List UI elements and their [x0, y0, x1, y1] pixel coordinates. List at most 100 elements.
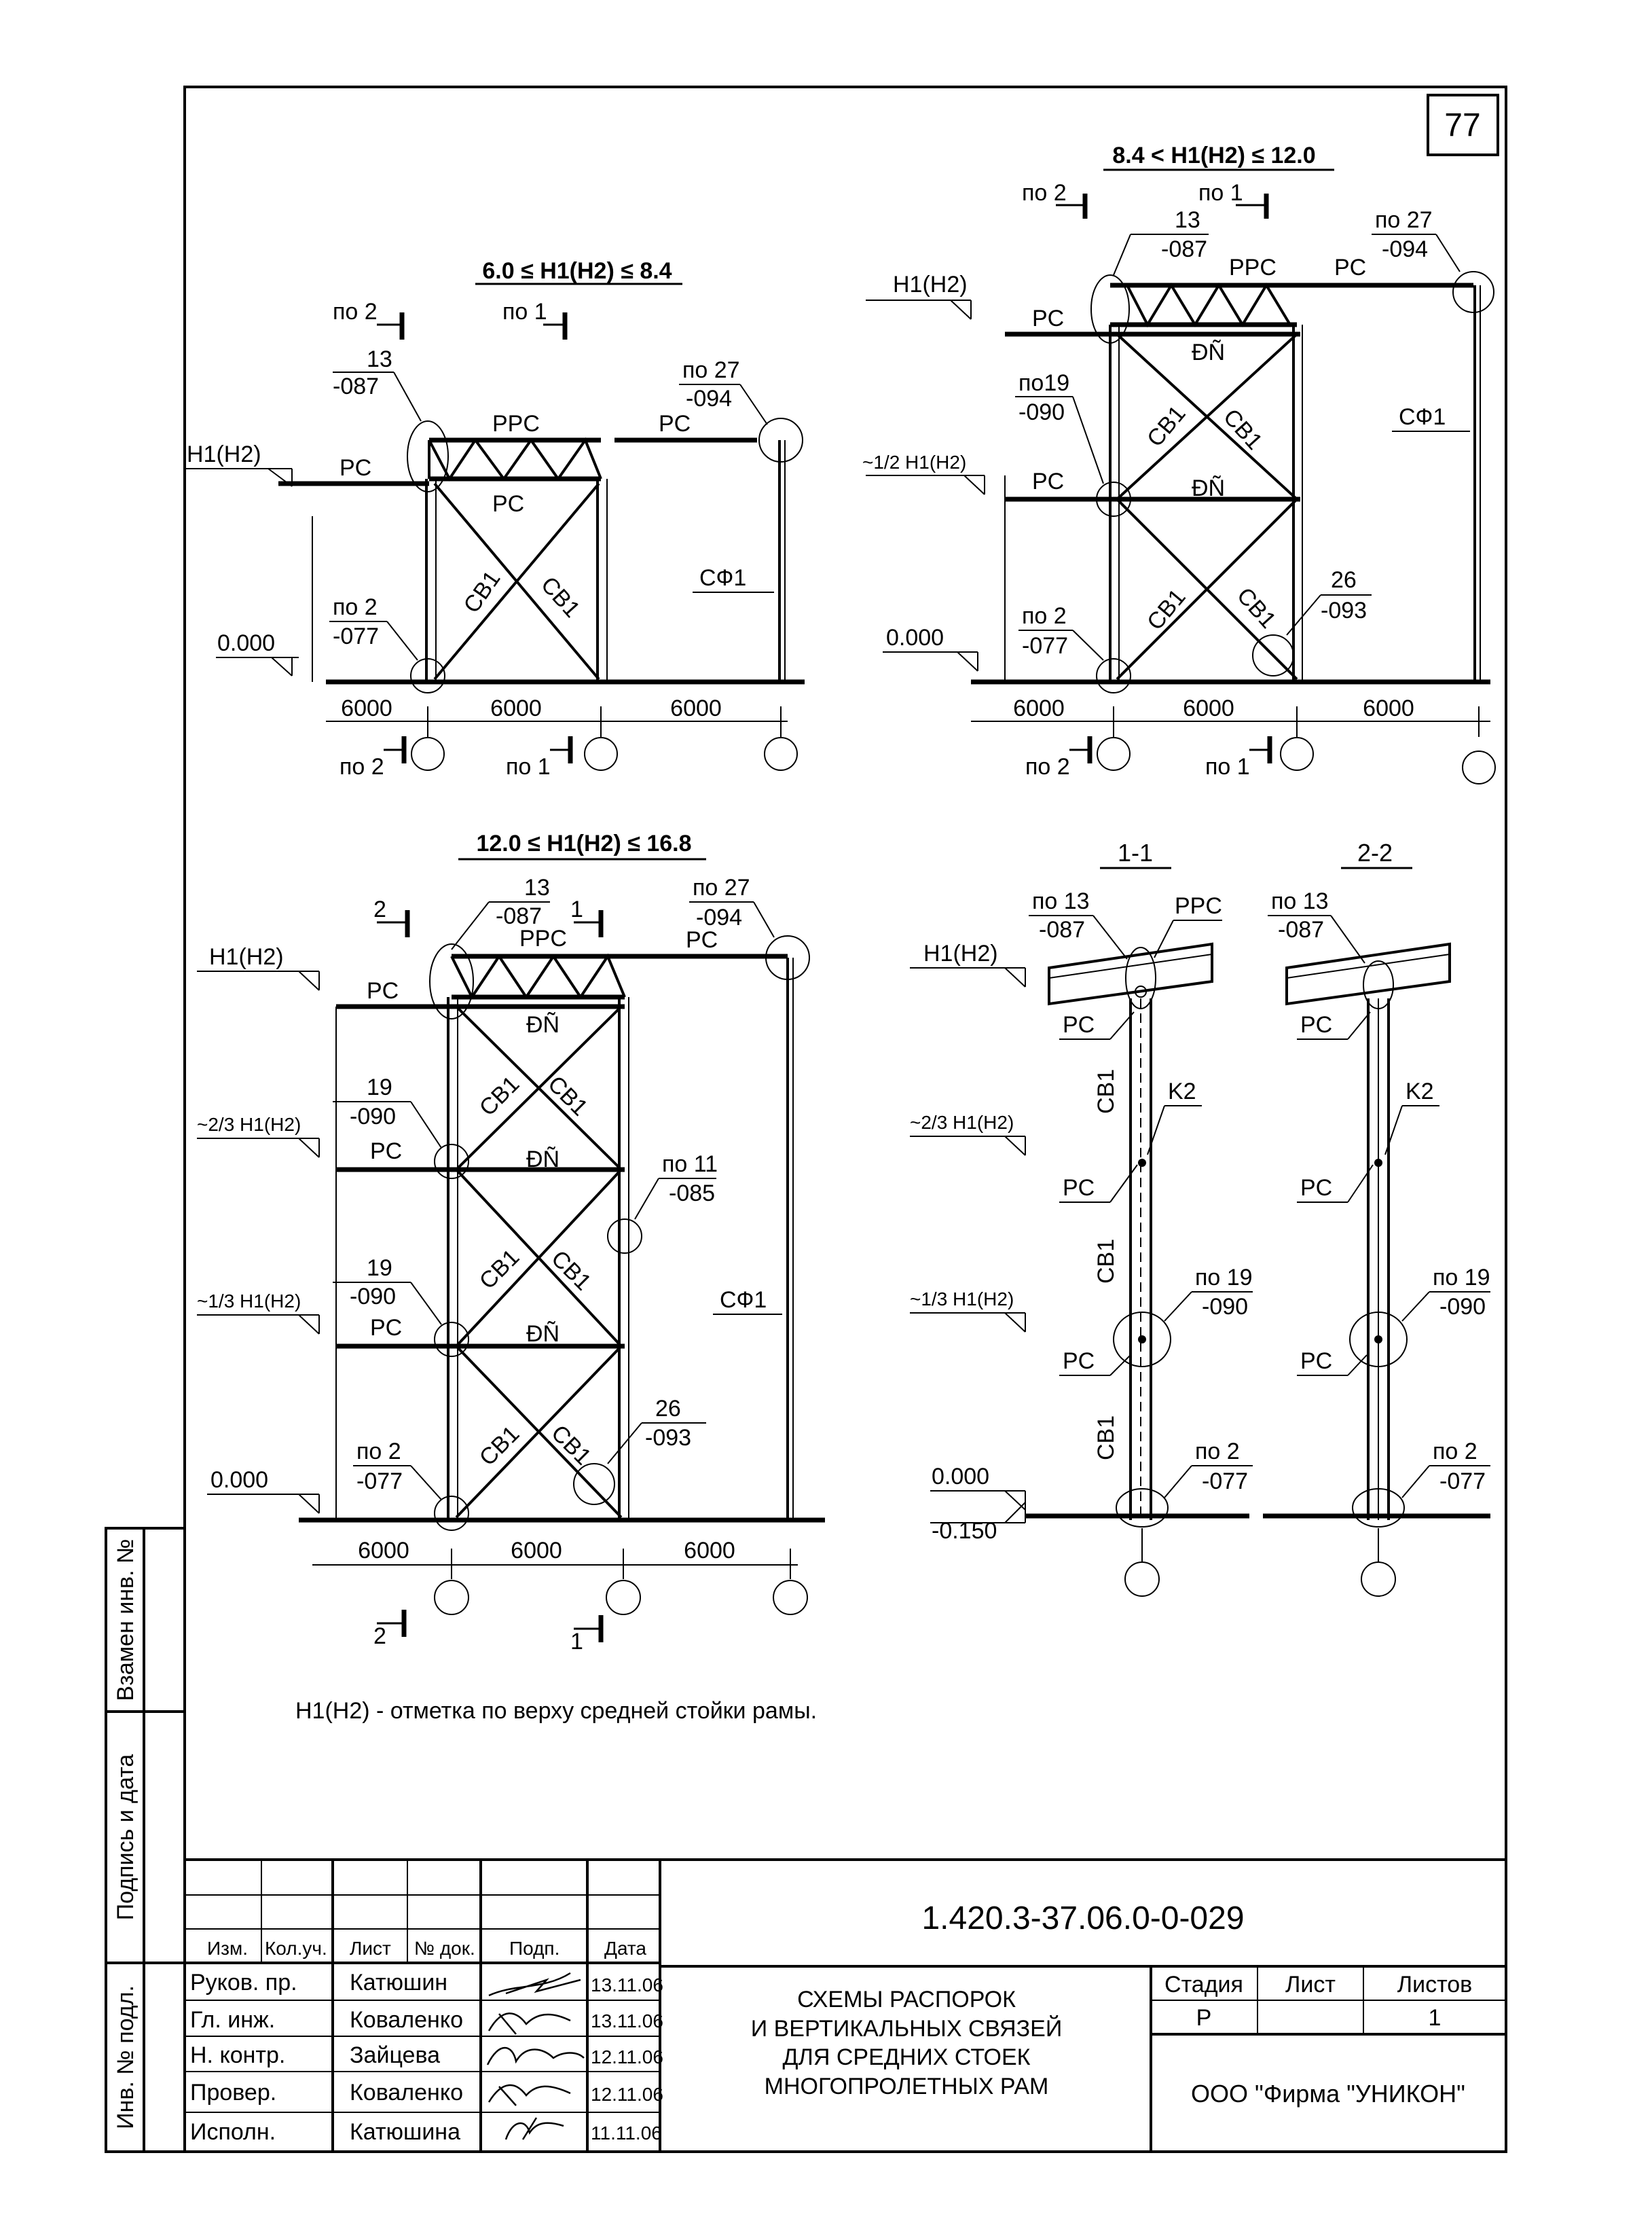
svg-text:PPC: PPC: [1229, 255, 1277, 281]
svg-text:13: 13: [1175, 207, 1200, 233]
svg-text:ДЛЯ СРЕДНИХ СТОЕК: ДЛЯ СРЕДНИХ СТОЕК: [783, 2044, 1031, 2070]
svg-text:СХЕМЫ РАСПОРОК: СХЕМЫ РАСПОРОК: [797, 1987, 1016, 2012]
svg-text:PPC: PPC: [1175, 893, 1222, 919]
svg-text:Коваленко: Коваленко: [350, 2007, 463, 2033]
svg-text:6000: 6000: [1183, 696, 1234, 721]
stamp-podpis: Подпись и дата: [113, 1754, 139, 1921]
signatures: [486, 1972, 585, 2140]
svg-text:-077: -077: [1022, 633, 1068, 659]
svg-text:11.11.06: 11.11.06: [591, 2122, 662, 2144]
svg-text:P: P: [1196, 2005, 1212, 2031]
svg-text:Катюшин: Катюшин: [350, 1970, 447, 1995]
svg-text:-087: -087: [333, 374, 379, 399]
svg-text:МНОГОПРОЛЕТНЫХ РАМ: МНОГОПРОЛЕТНЫХ РАМ: [765, 2074, 1049, 2099]
svg-text:CФ1: CФ1: [699, 565, 746, 591]
svg-text:по 1: по 1: [502, 299, 547, 325]
svg-text:PC: PC: [370, 1315, 402, 1341]
svg-text:PC: PC: [659, 411, 691, 437]
svg-text:-093: -093: [645, 1425, 691, 1451]
svg-text:И ВЕРТИКАЛЬНЫХ СВЯЗЕЙ: И ВЕРТИКАЛЬНЫХ СВЯЗЕЙ: [751, 2016, 1063, 2042]
note-text: H1(H2) - отметка по верху средней стойки…: [295, 1698, 817, 1724]
svg-text:PC: PC: [686, 927, 718, 953]
svg-text:CФ1: CФ1: [1399, 404, 1446, 430]
svg-text:ĐÑ: ĐÑ: [526, 1012, 559, 1038]
svg-text:H1(H2): H1(H2): [209, 944, 284, 970]
stamp-inv: Инв. № подл.: [113, 1985, 139, 2129]
svg-text:CB1: CB1: [1142, 584, 1191, 635]
svg-text:-077: -077: [333, 624, 379, 649]
svg-text:-094: -094: [686, 386, 732, 412]
svg-text:ĐÑ: ĐÑ: [526, 1146, 559, 1172]
svg-text:Изм.: Изм.: [207, 1938, 248, 1959]
diagram-3: 12.0 ≤ H1(H2) ≤ 16.8 2 1 13 -087 PPC PC …: [197, 831, 825, 1655]
sheet-number: 77: [1444, 107, 1480, 143]
svg-text:по 1: по 1: [506, 754, 551, 780]
stamp-vzamen: Взамен инв. №: [113, 1539, 139, 1701]
svg-text:по19: по19: [1018, 370, 1069, 396]
svg-text:Катюшина: Катюшина: [350, 2119, 460, 2145]
diagram-2-title: 8.4 < H1(H2) ≤ 12.0: [1112, 143, 1315, 168]
svg-text:Листов: Листов: [1397, 1972, 1472, 1998]
svg-text:13: 13: [367, 346, 392, 372]
svg-text:6000: 6000: [684, 1538, 735, 1564]
svg-text:Коваленко: Коваленко: [350, 2080, 463, 2106]
diagram-3-title: 12.0 ≤ H1(H2) ≤ 16.8: [476, 831, 691, 856]
svg-text:13: 13: [524, 875, 550, 901]
svg-text:-085: -085: [669, 1180, 715, 1206]
svg-text:по 2: по 2: [333, 299, 378, 325]
svg-text:-090: -090: [350, 1284, 396, 1309]
svg-text:1: 1: [570, 897, 583, 922]
svg-text:по 27: по 27: [693, 875, 750, 901]
svg-text:ĐÑ: ĐÑ: [526, 1321, 559, 1347]
svg-text:-090: -090: [1202, 1294, 1248, 1320]
diagram-1-title: 6.0 ≤ H1(H2) ≤ 8.4: [482, 258, 672, 284]
svg-text:PC: PC: [1334, 255, 1366, 281]
svg-text:CB1: CB1: [475, 1071, 525, 1121]
svg-text:Зайцева: Зайцева: [350, 2042, 440, 2068]
svg-text:по 27: по 27: [1375, 207, 1433, 233]
svg-text:CB1: CB1: [546, 1246, 596, 1296]
svg-text:Подп.: Подп.: [509, 1938, 559, 1959]
svg-text:по 2: по 2: [1022, 180, 1067, 206]
svg-text:6000: 6000: [670, 696, 722, 721]
svg-text:13.11.06: 13.11.06: [591, 2010, 663, 2031]
svg-text:по 2: по 2: [339, 754, 384, 780]
svg-text:PC: PC: [1032, 306, 1064, 331]
svg-text:CB1: CB1: [458, 566, 505, 618]
section-2-2-title: 2-2: [1357, 839, 1393, 867]
svg-text:26: 26: [655, 1396, 681, 1422]
svg-text:Дата: Дата: [604, 1938, 646, 1959]
svg-text:по 2: по 2: [1433, 1439, 1477, 1464]
side-stamp: Взамен инв. № Подпись и дата Инв. № подл…: [105, 1527, 186, 2153]
svg-text:CB1: CB1: [1093, 1069, 1119, 1114]
svg-text:-090: -090: [350, 1104, 396, 1130]
svg-text:-087: -087: [1278, 917, 1324, 943]
svg-text:PPC: PPC: [519, 926, 567, 952]
svg-text:по 2: по 2: [356, 1439, 401, 1464]
svg-text:по 1: по 1: [1205, 754, 1250, 780]
svg-text:CФ1: CФ1: [720, 1287, 767, 1313]
svg-text:-090: -090: [1018, 399, 1065, 425]
svg-text:~2/3 H1(H2): ~2/3 H1(H2): [197, 1114, 301, 1135]
svg-text:PC: PC: [370, 1138, 402, 1164]
sheet-border: [183, 86, 1507, 2153]
svg-text:PC: PC: [1063, 1348, 1095, 1374]
svg-text:1: 1: [570, 1629, 583, 1655]
svg-text:ĐÑ: ĐÑ: [1192, 340, 1225, 365]
svg-text:по 13: по 13: [1271, 888, 1329, 914]
company-name: ООО "Фирма "УНИКОН": [1191, 2080, 1465, 2108]
svg-text:-093: -093: [1321, 598, 1367, 624]
svg-text:K2: K2: [1406, 1079, 1434, 1104]
svg-text:-077: -077: [356, 1468, 403, 1494]
title-block: 1.420.3-37.06.0-0-029 Изм. Кол.уч. Лист …: [185, 1858, 1506, 2152]
svg-text:19: 19: [367, 1074, 392, 1100]
svg-text:H1(H2): H1(H2): [923, 941, 998, 967]
svg-text:13.11.06: 13.11.06: [591, 1974, 663, 1995]
svg-text:-094: -094: [1382, 236, 1428, 262]
svg-text:CB1: CB1: [546, 1420, 596, 1470]
svg-text:-090: -090: [1439, 1294, 1486, 1320]
svg-text:по 27: по 27: [682, 357, 740, 383]
diagram-2: 8.4 < H1(H2) ≤ 12.0 по 2 по 1 13 -087 PP…: [862, 143, 1496, 784]
svg-text:№ док.: № док.: [414, 1938, 475, 1959]
svg-text:PC: PC: [1300, 1175, 1332, 1201]
